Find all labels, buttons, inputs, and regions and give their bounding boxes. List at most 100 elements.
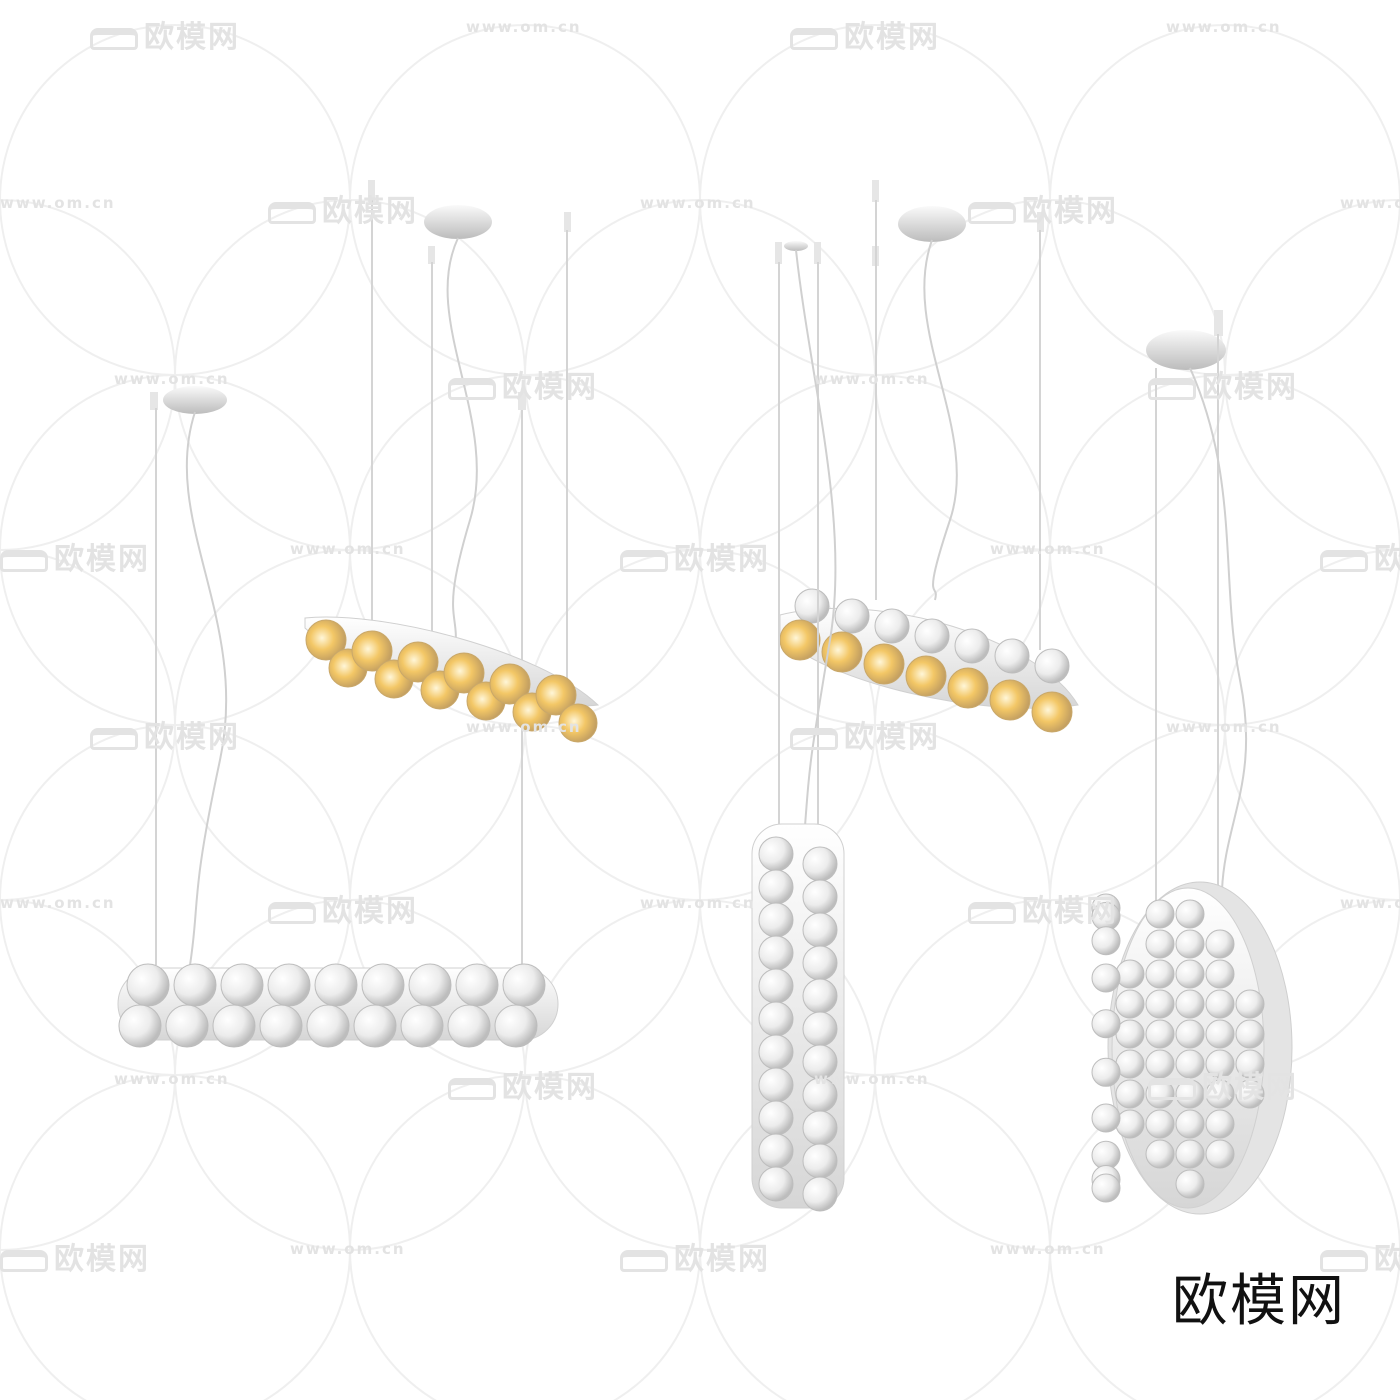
watermark-cn-text: 欧模网 [844,20,940,55]
bulb [794,588,830,624]
bulb [863,643,905,685]
bulb [758,869,794,905]
bulb [802,1011,838,1047]
bulb [118,1004,162,1048]
sofa-logo-icon [90,727,138,750]
bulb [1205,989,1235,1019]
bulb [947,667,989,709]
bulb [489,663,531,705]
watermark-cn-text: 欧模网 [322,194,418,229]
bulb [905,655,947,697]
bulb [1145,959,1175,989]
bulb [1145,1019,1175,1049]
bulb [1145,929,1175,959]
watermark-logo-text: 欧模网 [1320,1234,1400,1278]
bulb [1205,1049,1235,1079]
watermark-cn-text: 欧模网 [1374,542,1400,577]
bulb [874,608,910,644]
bulb [834,598,870,634]
bulb [1175,989,1205,1019]
bulb [314,963,358,1007]
bulb [1091,926,1121,956]
sofa-logo-icon [1148,1077,1196,1100]
sofa-logo-icon [268,901,316,924]
watermark-logo-text: 欧模网 [90,12,240,56]
bulb [1175,1139,1205,1169]
watermark-logo-text: 欧模网 [1148,1062,1298,1106]
pendant-lamp-tilted-disc-warm [304,180,600,743]
sofa-logo-icon [448,1077,496,1100]
bulb [758,1166,794,1202]
sofa-logo-icon [968,201,1016,224]
bulb [165,1004,209,1048]
sofa-logo-icon [448,377,496,400]
watermark-url-text: www.om.cn [640,194,756,212]
bulb [1205,959,1235,989]
watermark-logo-text: 欧模网 [268,886,418,930]
bulb [1205,1109,1235,1139]
bulb [802,879,838,915]
watermark-logo-text: 欧模网 [448,1062,598,1106]
bulb [1115,989,1145,1019]
bulb [173,963,217,1007]
bulb [802,1143,838,1179]
watermark-url-text: www.om.cn [814,370,930,388]
sofa-logo-icon [790,727,838,750]
sofa-logo-icon [1320,1249,1368,1272]
watermark-cn-text: 欧模网 [674,1242,770,1277]
brand-label: 欧模网 [1172,1269,1346,1334]
sofa-logo-icon [90,27,138,50]
watermark-url-text: www.om.cn [1166,18,1282,36]
watermark-logo-text: 欧模网 [620,1234,770,1278]
bulb [758,902,794,938]
bulb [220,963,264,1007]
bulb [259,1004,303,1048]
sofa-logo-icon [0,1249,48,1272]
bulb [502,963,546,1007]
watermark-cn-text: 欧模网 [1202,370,1298,405]
bulb [1115,1109,1145,1139]
watermark-url-text: www.om.cn [1340,894,1400,912]
bulb [802,945,838,981]
bulb [494,1004,538,1048]
bulb [1145,1109,1175,1139]
watermark-cn-text: 欧模网 [844,720,940,755]
bulb [353,1004,397,1048]
watermark-logo-text: 欧模网 [968,186,1118,230]
bulb [443,652,485,694]
watermark-url-text: www.om.cn [466,18,582,36]
bulb [758,1133,794,1169]
bulb [1205,929,1235,959]
watermark-cn-text: 欧模网 [502,370,598,405]
watermark-cn-text: 欧模网 [54,1242,150,1277]
watermark-cn-text: 欧模网 [1374,1242,1400,1277]
bulb [1175,1019,1205,1049]
watermark-url-text: www.om.cn [1340,194,1400,212]
bulb-row [779,588,1073,733]
bulb-row [118,963,546,1048]
bulb [1235,1019,1265,1049]
bulb [802,978,838,1014]
bulb [1091,1103,1121,1133]
bulb [1235,1049,1265,1079]
bulb [1175,899,1205,929]
bulb-grid [1091,893,1265,1203]
watermark-url-text: www.om.cn [290,1240,406,1258]
bulb [1145,899,1175,929]
watermark-url-text: www.om.cn [640,894,756,912]
bulb [306,1004,350,1048]
watermark-logo-text: 欧模网 [790,12,940,56]
bulb [400,1004,444,1048]
watermark-cn-text: 欧模网 [674,542,770,577]
sofa-logo-icon [268,201,316,224]
bulb [954,628,990,664]
bulb [126,963,170,1007]
bulb [1031,691,1073,733]
sofa-logo-icon [968,901,1016,924]
watermark-logo-text: 欧模网 [1320,534,1400,578]
bulb [1235,1079,1265,1109]
watermark-logo-text: 欧模网 [90,712,240,756]
watermark-cn-text: 欧模网 [1202,1070,1298,1105]
bulb [779,619,821,661]
watermark-cn-text: 欧模网 [144,720,240,755]
